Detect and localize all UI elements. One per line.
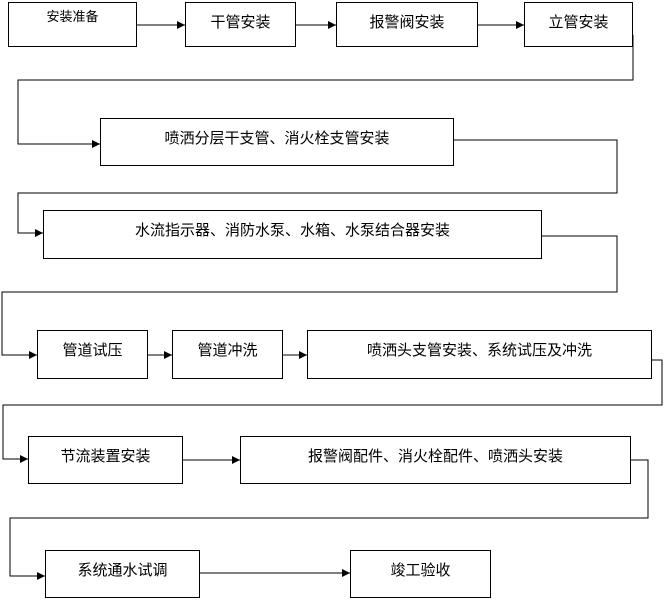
- step-commissioning: 系统通水试调: [45, 550, 200, 598]
- step-throttle: 节流装置安装: [28, 436, 183, 484]
- step-sprinkler-branch: 喷洒头支管安装、系统试压及冲洗: [307, 330, 652, 379]
- connector-fittings-to-commissioning: [9, 459, 649, 580]
- step-flushing: 管道冲洗: [172, 330, 283, 379]
- connector-sprinkler-to-throttle: [2, 359, 663, 463]
- step-pressure-test: 管道试压: [37, 330, 148, 379]
- step-pumps-tanks: 水流指示器、消防水泵、水箱、水泵结合器安装: [43, 210, 542, 259]
- step-prep: 安装准备: [8, 2, 137, 47]
- step-branch-hydrant: 喷洒分层干支管、消火栓支管安装: [100, 118, 454, 166]
- step-acceptance: 竣工验收: [350, 550, 491, 598]
- connector-branch-to-pumps: [17, 139, 618, 237]
- step-fittings: 报警阀配件、消火栓配件、喷洒头安装: [240, 436, 631, 484]
- connector-pumps-to-pressure: [1, 235, 618, 359]
- connector-riser-to-branch: [17, 35, 634, 148]
- step-riser: 立管安装: [524, 2, 633, 47]
- step-alarm-valve: 报警阀安装: [336, 2, 478, 47]
- step-main-pipe: 干管安装: [185, 2, 296, 47]
